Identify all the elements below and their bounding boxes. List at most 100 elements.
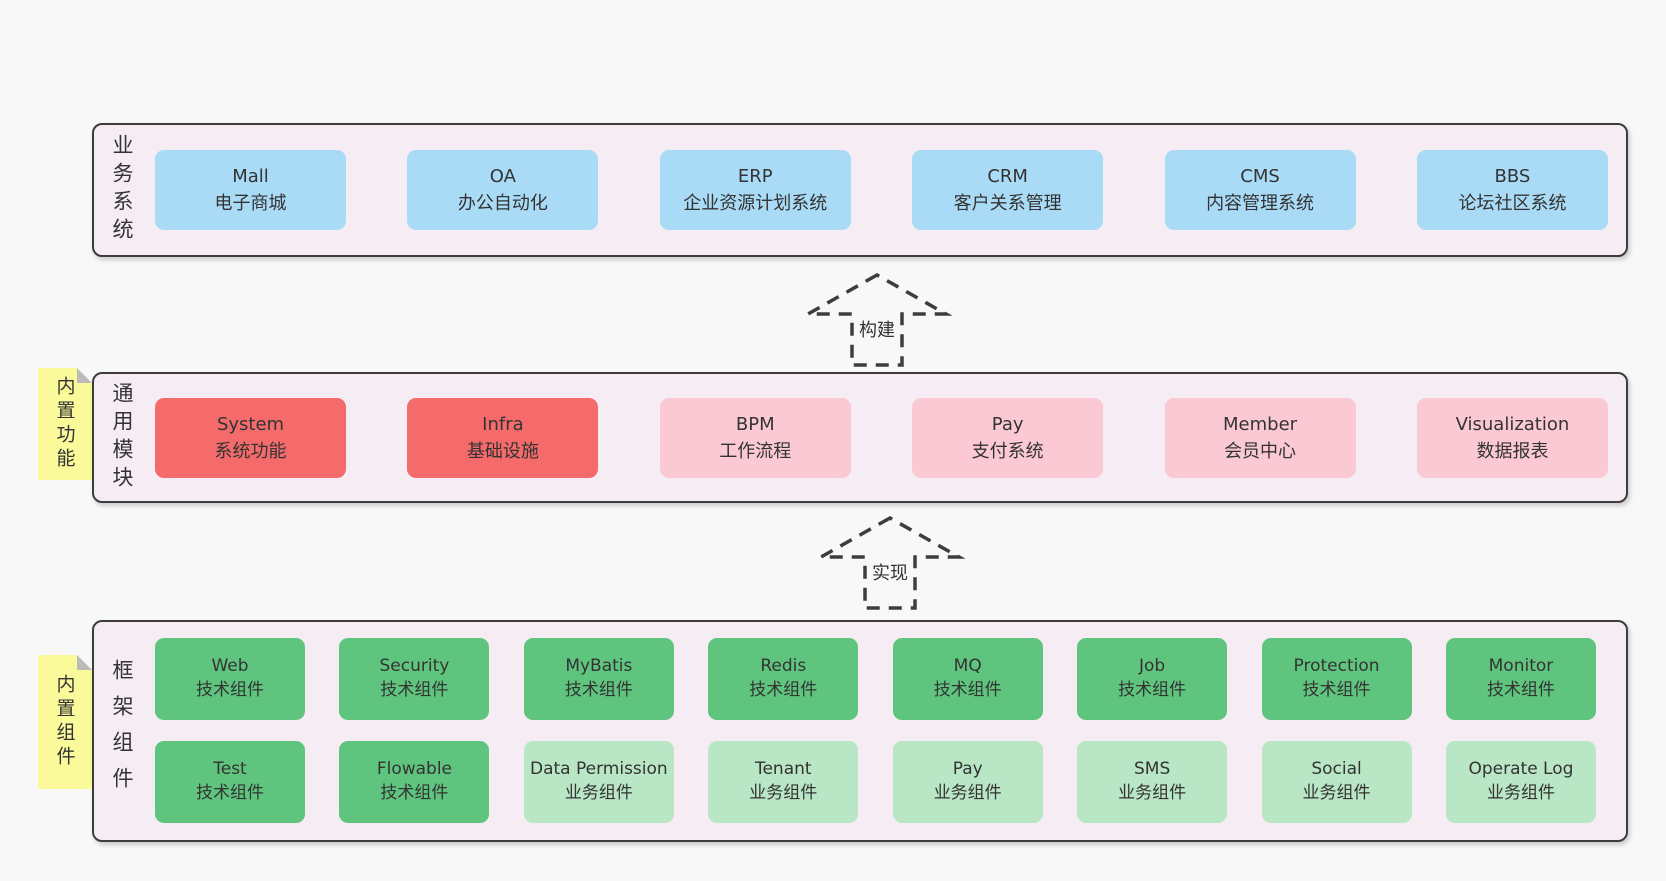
- layer-label-framework: 框架组件: [110, 659, 134, 803]
- box-title-en: MyBatis: [565, 656, 633, 677]
- layer-label-business: 业务系统: [110, 134, 134, 246]
- box-subtitle-zh: 技术组件: [749, 680, 818, 700]
- box-test: Test 技术组件: [155, 741, 305, 823]
- box-subtitle-zh: 客户关系管理: [953, 193, 1062, 214]
- box-title-en: SMS: [1133, 759, 1171, 780]
- layer-common-modules: 通用模块 System 系统功能 Infra 基础设施 BPM 工作流程 Pay…: [92, 372, 1628, 503]
- box-title-en: Social: [1311, 759, 1362, 780]
- box-subtitle-zh: 业务组件: [933, 783, 1002, 803]
- box-subtitle-zh: 电子商城: [214, 193, 287, 214]
- box-subtitle-zh: 技术组件: [564, 680, 633, 700]
- box-title-en: BPM: [735, 413, 775, 435]
- box-title-en: Tenant: [754, 759, 812, 780]
- sticky-note-paper: [38, 655, 92, 789]
- folded-corner-icon: [77, 368, 92, 383]
- box-subtitle-zh: 工作流程: [719, 440, 792, 462]
- box-security: Security 技术组件: [339, 638, 490, 720]
- box-title-en: Web: [211, 656, 249, 677]
- box-title-en: CRM: [987, 166, 1028, 187]
- box-monitor: Monitor 技术组件: [1445, 638, 1596, 720]
- box-title-en: Monitor: [1488, 656, 1554, 677]
- sticky-note-paper: [38, 368, 92, 480]
- sticky-note-built-in-features: 内置功能: [38, 368, 92, 480]
- box-subtitle-zh: 技术组件: [196, 783, 264, 803]
- sticky-note-text: 内置功能: [53, 376, 76, 472]
- arrow-build-label: 构建: [856, 316, 898, 342]
- framework-row-1: Web 技术组件 Security 技术组件 MyBatis 技术组件 Redi…: [155, 638, 1596, 720]
- box-pay: Pay 支付系统: [912, 397, 1104, 478]
- arrow-implement: 实现: [815, 515, 965, 611]
- arrow-build: 构建: [802, 272, 952, 368]
- box-subtitle-zh: 企业资源计划系统: [683, 193, 828, 214]
- box-member: Member 会员中心: [1164, 397, 1356, 478]
- box-subtitle-zh: 内容管理系统: [1206, 193, 1315, 214]
- box-title-en: Pay: [991, 413, 1024, 435]
- box-protection: Protection 技术组件: [1261, 638, 1412, 720]
- box-cms: CMS 内容管理系统: [1164, 150, 1356, 230]
- box-subtitle-zh: 技术组件: [1486, 680, 1555, 700]
- box-title-en: MQ: [953, 656, 982, 677]
- box-subtitle-zh: 支付系统: [971, 440, 1044, 462]
- box-infra: Infra 基础设施: [407, 397, 599, 478]
- framework-box-rows: Web 技术组件 Security 技术组件 MyBatis 技术组件 Redi…: [155, 638, 1596, 823]
- box-web: Web 技术组件: [155, 638, 305, 720]
- box-oa: OA 办公自动化: [407, 150, 599, 230]
- box-title-en: BBS: [1494, 166, 1531, 187]
- business-box-row: Mall 电子商城 OA 办公自动化 ERP 企业资源计划系统 CRM 客户关系…: [155, 125, 1608, 255]
- box-subtitle-zh: 业务组件: [1118, 783, 1187, 803]
- box-subtitle-zh: 技术组件: [1118, 680, 1187, 700]
- sticky-note-built-in-components: 内置组件: [38, 655, 92, 789]
- box-mall: Mall 电子商城: [155, 150, 346, 230]
- box-mq: MQ 技术组件: [892, 638, 1043, 720]
- box-subtitle-zh: 业务组件: [1302, 783, 1371, 803]
- box-title-en: Flowable: [376, 759, 453, 780]
- layer-framework-components: 框架组件 Web 技术组件 Security 技术组件 MyBatis 技术组件…: [92, 620, 1628, 842]
- box-sms: SMS 业务组件: [1077, 741, 1228, 823]
- box-subtitle-zh: 系统功能: [214, 440, 287, 462]
- sticky-note-text: 内置组件: [53, 674, 76, 770]
- box-operate-log: Operate Log 业务组件: [1445, 741, 1596, 823]
- box-subtitle-zh: 基础设施: [466, 440, 539, 462]
- framework-row-2: Test 技术组件 Flowable 技术组件 Data Permission …: [155, 741, 1596, 823]
- layer-business-systems: 业务系统 Mall 电子商城 OA 办公自动化 ERP 企业资源计划系统 CRM…: [92, 123, 1628, 257]
- box-title-en: Security: [379, 656, 450, 677]
- box-title-en: Data Permission: [530, 759, 668, 780]
- box-subtitle-zh: 会员中心: [1224, 440, 1297, 462]
- box-title-en: CMS: [1240, 166, 1280, 187]
- box-bpm: BPM 工作流程: [659, 397, 851, 478]
- layer-label-common: 通用模块: [110, 381, 134, 494]
- box-mybatis: MyBatis 技术组件: [523, 638, 674, 720]
- box-title-en: Operate Log: [1468, 759, 1574, 780]
- dashed-up-arrow-icon: [815, 515, 965, 610]
- box-job: Job 技术组件: [1077, 638, 1228, 720]
- box-crm: CRM 客户关系管理: [912, 150, 1104, 230]
- box-tenant: Tenant 业务组件: [708, 741, 859, 823]
- box-title-en: Protection: [1293, 656, 1380, 677]
- box-visualization: Visualization 数据报表: [1416, 397, 1608, 478]
- box-title-en: Mall: [232, 166, 269, 187]
- box-system: System 系统功能: [155, 397, 346, 478]
- box-subtitle-zh: 数据报表: [1476, 440, 1549, 462]
- box-title-en: Test: [213, 759, 247, 780]
- box-title-en: Job: [1139, 656, 1166, 677]
- box-redis: Redis 技术组件: [708, 638, 859, 720]
- box-bbs: BBS 论坛社区系统: [1416, 150, 1608, 230]
- box-pay-biz: Pay 业务组件: [892, 741, 1043, 823]
- box-subtitle-zh: 技术组件: [1302, 680, 1371, 700]
- box-social: Social 业务组件: [1261, 741, 1412, 823]
- box-title-en: OA: [489, 166, 516, 187]
- box-title-en: Infra: [482, 413, 524, 435]
- box-subtitle-zh: 技术组件: [380, 783, 449, 803]
- box-subtitle-zh: 办公自动化: [457, 193, 548, 214]
- box-subtitle-zh: 业务组件: [564, 783, 633, 803]
- box-title-en: Visualization: [1455, 413, 1570, 435]
- dashed-up-arrow-icon: [802, 272, 952, 367]
- box-title-en: ERP: [737, 166, 773, 187]
- box-subtitle-zh: 技术组件: [380, 680, 449, 700]
- box-data-permission: Data Permission 业务组件: [523, 741, 674, 823]
- arrow-implement-label: 实现: [869, 559, 911, 585]
- box-subtitle-zh: 业务组件: [1486, 783, 1555, 803]
- box-subtitle-zh: 技术组件: [196, 680, 264, 700]
- box-subtitle-zh: 技术组件: [933, 680, 1002, 700]
